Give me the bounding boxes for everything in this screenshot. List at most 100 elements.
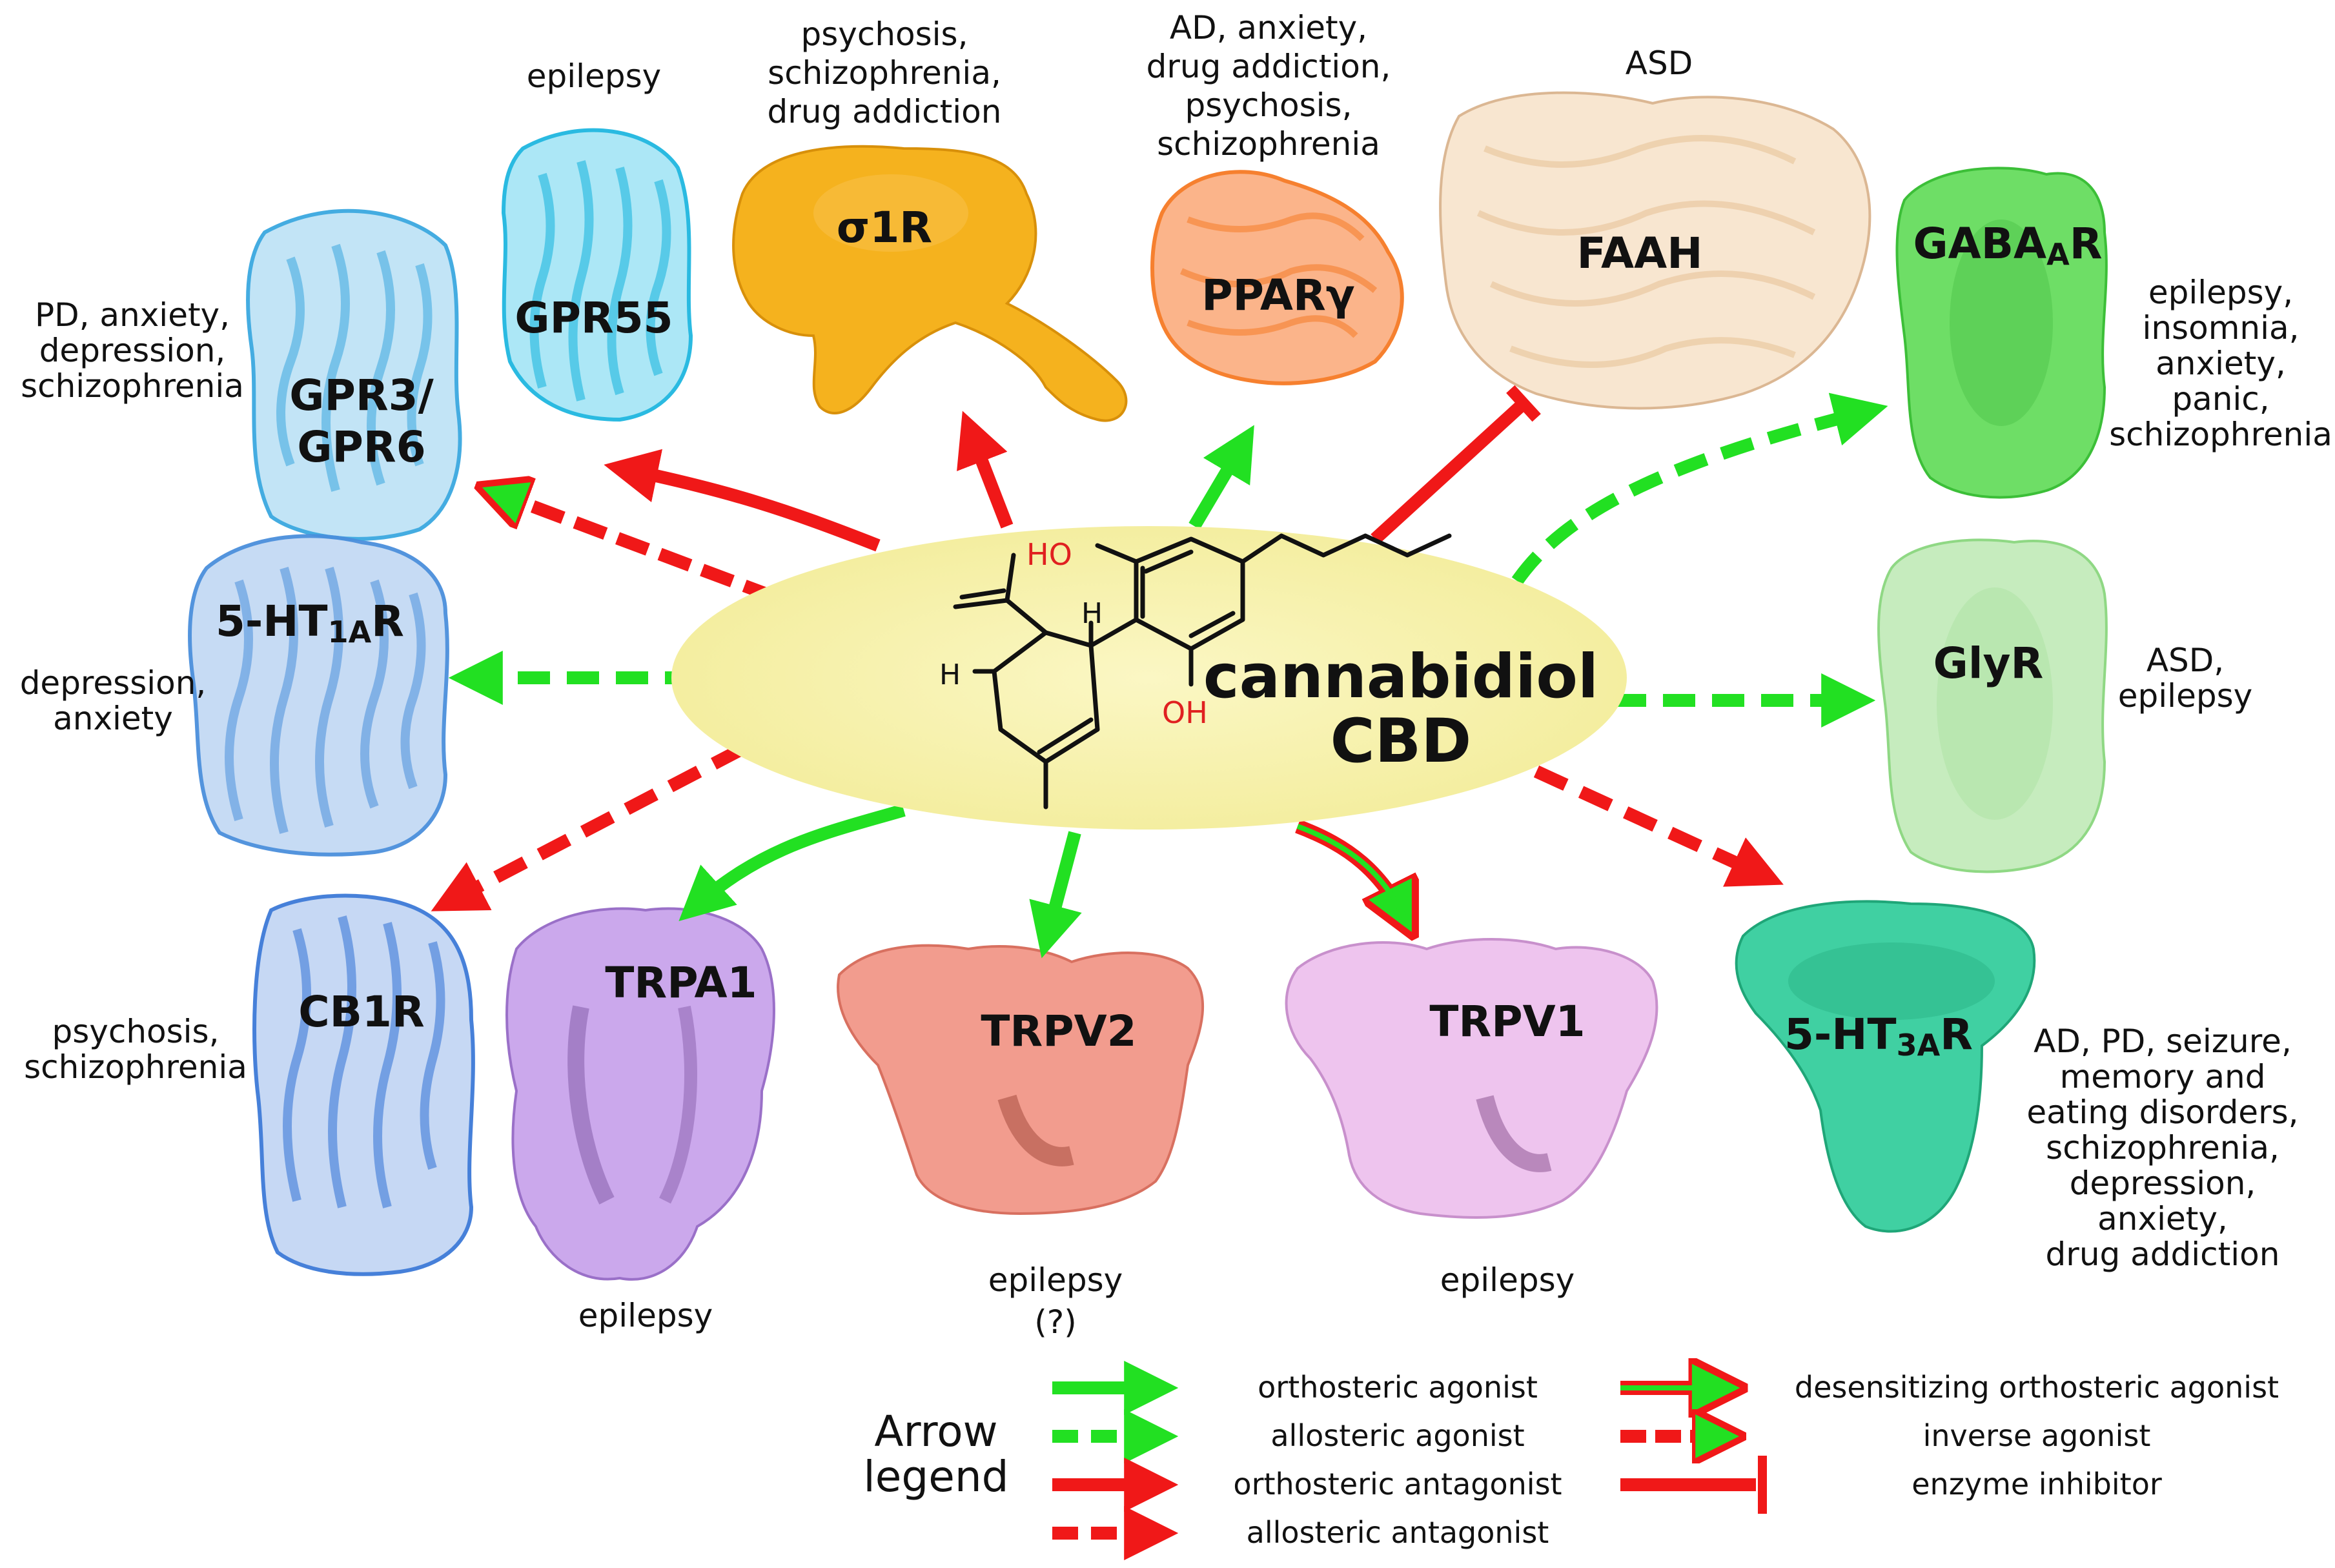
cb1r-structure — [252, 893, 475, 1276]
5ht1a-r-structure — [188, 534, 449, 857]
arrow-cb1r-allosteric-antagonist — [431, 743, 746, 911]
disease-trpv2: epilepsy (?) — [988, 1261, 1123, 1341]
disease-text: epilepsy — [2118, 677, 2252, 715]
label-gpr3: GPR3/ — [289, 371, 434, 420]
disease-text: epilepsy — [527, 57, 661, 95]
arrow-legend: Arrow legend orthosteric agonist alloste… — [863, 1370, 2279, 1560]
legend-title-line2: legend — [863, 1452, 1008, 1502]
disease-text: schizophrenia — [24, 1048, 247, 1086]
disease-text: schizophrenia — [2109, 416, 2332, 453]
arrow-ppar-orthosteric-agonist — [1188, 425, 1254, 530]
disease-text: epilepsy — [988, 1261, 1123, 1299]
disease-text: depression, — [2070, 1165, 2256, 1202]
5ht3a-r-structure — [1735, 900, 2036, 1233]
gpr3-gpr6-structure — [246, 209, 462, 541]
disease-text: schizophrenia, — [2046, 1129, 2279, 1166]
sigma1r-structure — [732, 145, 1128, 422]
label-5ht3a: 5-HT3AR — [1784, 1010, 1973, 1063]
trpv2-structure — [837, 944, 1205, 1216]
cbd-h-right: H — [1081, 597, 1103, 630]
label-glyr: GlyR — [1933, 638, 2044, 688]
disease-text: insomnia, — [2142, 309, 2299, 347]
label-faah: FAAH — [1577, 229, 1703, 278]
cbd-molecule-structure — [953, 533, 1452, 809]
legend-label-inverse-agonist: inverse agonist — [1923, 1418, 2151, 1453]
disease-glyr: ASD, epilepsy — [2118, 642, 2252, 715]
cbd-center-ellipse — [671, 526, 1627, 830]
disease-faah: ASD — [1626, 45, 1693, 82]
disease-text: drug addiction — [768, 93, 1002, 130]
disease-5ht1a: depression, anxiety — [20, 664, 207, 737]
disease-text: psychosis, — [52, 1013, 219, 1050]
disease-gabaa: epilepsy, insomnia, anxiety, panic, schi… — [2109, 274, 2332, 453]
disease-text: anxiety — [53, 700, 173, 737]
disease-text: AD, anxiety, — [1170, 9, 1367, 46]
label-5ht1a: 5-HT1AR — [216, 596, 404, 649]
faah-structure — [1439, 91, 1871, 410]
cbd-oh-bottom: OH — [1162, 695, 1208, 730]
disease-text: PD, anxiety, — [35, 296, 230, 334]
disease-text: epilepsy — [578, 1297, 713, 1334]
legend-label-desensitizing-agonist: desensitizing orthosteric agonist — [1795, 1370, 2279, 1405]
arrow-gpr3-inverse-agonist — [491, 491, 777, 604]
disease-text: drug addiction — [2046, 1236, 2280, 1273]
arrow-trpv1-inner-stripe — [1296, 824, 1407, 918]
arrow-5ht3a-allosteric-antagonist — [1533, 765, 1784, 887]
legend-label-orthosteric-agonist: orthosteric agonist — [1258, 1370, 1538, 1405]
disease-sigma1r: psychosis, schizophrenia, drug addiction — [768, 15, 1002, 130]
label-trpa1: TRPA1 — [605, 958, 757, 1008]
label-cb1r: CB1R — [298, 987, 425, 1037]
disease-text: panic, — [2172, 380, 2269, 418]
disease-text: ASD, — [2146, 642, 2224, 679]
cbd-h-left: H — [939, 658, 961, 691]
legend-label-orthosteric-antagonist: orthosteric antagonist — [1233, 1467, 1562, 1502]
disease-text: psychosis, — [1185, 87, 1352, 124]
legend-label-enzyme-inhibitor: enzyme inhibitor — [1912, 1467, 2162, 1502]
ppar-gamma-structure — [1150, 170, 1404, 385]
label-gpr6: GPR6 — [297, 422, 425, 472]
disease-text: AD, PD, seizure, — [2034, 1023, 2292, 1060]
label-trpv1: TRPV1 — [1429, 997, 1585, 1046]
trpa1-structure — [505, 907, 775, 1281]
arrow-trpa1-orthosteric-agonist — [678, 804, 906, 921]
cbd-name: cannabidiol — [1203, 642, 1598, 712]
disease-text: drug addiction, — [1147, 48, 1391, 85]
arrow-trpv1-desensitizing-agonist — [1295, 819, 1407, 923]
disease-cb1r: psychosis, schizophrenia — [24, 1013, 247, 1086]
arrow-gpr55-orthosteric-antagonist — [604, 449, 881, 552]
legend-label-allosteric-antagonist: allosteric antagonist — [1247, 1515, 1549, 1550]
cbd-abbrev: CBD — [1331, 706, 1472, 777]
glyr-structure — [1877, 538, 2108, 873]
label-ppar: PPARγ — [1201, 270, 1355, 320]
disease-text: anxiety, — [2097, 1200, 2228, 1237]
disease-text: schizophrenia — [1157, 125, 1380, 163]
gpr55-structure — [501, 128, 693, 422]
disease-text: epilepsy — [1440, 1261, 1575, 1299]
disease-5ht3a: AD, PD, seizure, memory and eating disor… — [2026, 1023, 2298, 1273]
disease-ppar: AD, anxiety, drug addiction, psychosis, … — [1147, 9, 1391, 163]
disease-text: depression, — [39, 332, 226, 369]
disease-text: epilepsy, — [2148, 274, 2293, 311]
legend-label-allosteric-agonist: allosteric agonist — [1270, 1418, 1524, 1453]
disease-text: ASD — [1626, 45, 1693, 82]
disease-trpa1: epilepsy — [578, 1297, 713, 1334]
arrow-trpv2-orthosteric-agonist — [1029, 831, 1082, 959]
label-gabaa: GABAAR — [1913, 219, 2102, 272]
disease-text: schizophrenia, — [768, 54, 1001, 92]
disease-text: eating disorders, — [2026, 1094, 2298, 1131]
disease-gpr55: epilepsy — [527, 57, 661, 95]
disease-text: depression, — [20, 664, 207, 702]
disease-text: anxiety, — [2156, 345, 2286, 382]
disease-trpv1: epilepsy — [1440, 1261, 1575, 1299]
trpv1-structure — [1285, 938, 1658, 1219]
arrow-sigma1r-orthosteric-antagonist — [957, 411, 1014, 529]
arrow-faah-enzyme-inhibitor — [1371, 385, 1541, 544]
disease-gpr3: PD, anxiety, depression, schizophrenia — [21, 296, 244, 405]
arrow-gabaa-allosteric-agonist — [1511, 392, 1888, 585]
disease-text: schizophrenia — [21, 367, 244, 405]
label-trpv2: TRPV2 — [981, 1006, 1136, 1056]
gabaa-r-structure — [1895, 167, 2108, 499]
disease-text: (?) — [1034, 1303, 1077, 1341]
legend-title-line1: Arrow — [874, 1407, 997, 1456]
